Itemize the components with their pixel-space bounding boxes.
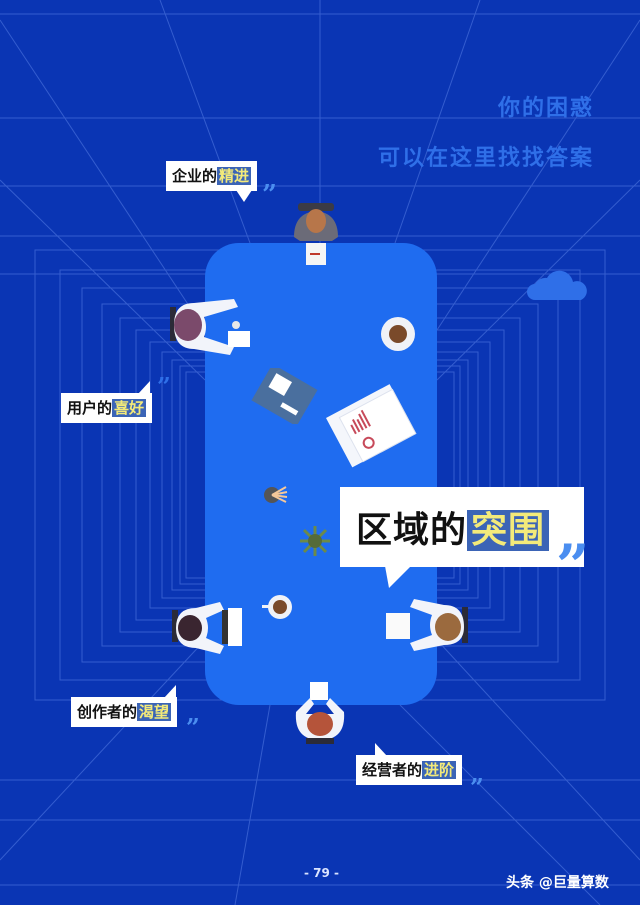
headline-line-1: 你的困惑 — [497, 96, 594, 121]
bubble-operator-tail — [375, 743, 387, 756]
quote-mark-icon: ” — [186, 713, 200, 742]
center-bubble-highlight: 突围 — [467, 510, 550, 551]
plant-icon — [300, 526, 330, 556]
page-number: - 79 - — [304, 866, 340, 880]
person-laptop-icon — [172, 602, 242, 654]
coffee-cup-icon — [381, 317, 415, 351]
bubble-creator-prefix: 创作者的 — [77, 703, 138, 721]
bubble-creator-tail — [164, 685, 176, 698]
center-bubble-text: 区域的突围 — [356, 501, 550, 553]
person-left-icon — [170, 299, 250, 355]
person-bottom-icon — [295, 682, 345, 744]
bubble-creator-highlight: 渴望 — [137, 703, 172, 721]
quote-mark-icon: ” — [470, 773, 484, 802]
center-bubble: 区域的突围 — [340, 487, 584, 567]
bubble-operator-highlight: 进阶 — [422, 761, 457, 779]
bubble-enterprise-tail — [236, 190, 252, 202]
bubble-user-prefix: 用户的 — [67, 399, 113, 417]
bubble-enterprise: 企业的精进 — [166, 161, 258, 191]
cloud-icon — [527, 270, 587, 300]
quote-mark-icon: ” — [157, 372, 171, 401]
notebook-icon — [251, 368, 318, 424]
bubble-enterprise-prefix: 企业的 — [172, 167, 218, 185]
person-top-icon — [294, 203, 338, 265]
bubble-user-tail — [138, 381, 150, 394]
coffee-cup-2-icon — [262, 595, 292, 619]
bubble-enterprise-highlight: 精进 — [217, 167, 252, 185]
pencil-holder-icon — [264, 486, 288, 503]
bubble-operator-prefix: 经营者的 — [362, 761, 423, 779]
bubble-user: 用户的喜好 — [61, 393, 153, 423]
bubble-user-highlight: 喜好 — [112, 399, 147, 417]
bubble-creator: 创作者的渴望 — [71, 697, 178, 727]
headline-line-2: 可以在这里找找答案 — [377, 146, 594, 171]
person-right-icon — [386, 599, 468, 651]
quote-mark-large-icon: ” — [556, 532, 590, 600]
center-bubble-prefix: 区域的 — [356, 510, 468, 551]
watermark: 头条 @巨量算数 — [506, 875, 609, 891]
report-documents-icon — [326, 384, 417, 468]
center-bubble-tail — [385, 566, 411, 588]
quote-mark-icon: ” — [262, 180, 277, 210]
bubble-operator: 经营者的进阶 — [356, 755, 463, 785]
